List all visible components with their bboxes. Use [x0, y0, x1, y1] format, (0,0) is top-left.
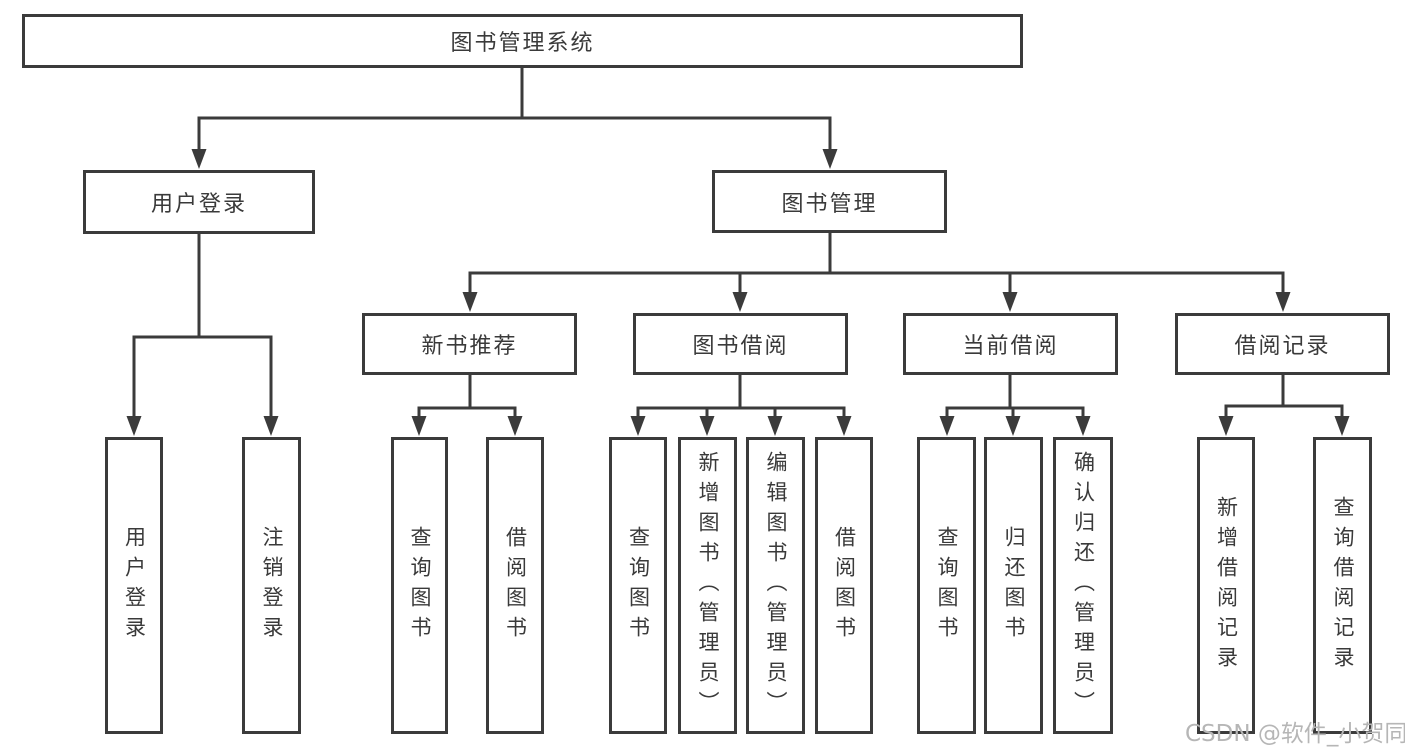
leaf-label: 确认归还（管理员） — [1071, 450, 1096, 721]
node-root-label: 图书管理系统 — [450, 31, 595, 56]
arrowhead — [630, 416, 646, 436]
leaf-confirm-return-admin: 确认归还（管理员） — [1053, 437, 1113, 734]
node-label: 用户登录 — [150, 192, 247, 217]
leaf-query-books-recommend: 查询图书 — [391, 437, 448, 734]
node-current-borrowing: 当前借阅 — [903, 313, 1118, 375]
arrowhead — [1334, 416, 1350, 436]
arrowhead — [732, 292, 748, 312]
connector-borrow-records-branch — [1218, 373, 1350, 436]
leaf-edit-books-admin: 编辑图书（管理员） — [746, 437, 805, 734]
node-borrowing-records: 借阅记录 — [1175, 313, 1390, 375]
arrowhead — [699, 416, 715, 436]
leaf-label: 查询图书 — [408, 525, 433, 646]
leaf-label: 查询图书 — [935, 525, 960, 646]
connector-user-login-branch — [126, 232, 279, 436]
leaf-query-borrow-record: 查询借阅记录 — [1313, 437, 1372, 734]
node-label: 图书管理 — [781, 191, 878, 217]
node-book-borrowing: 图书借阅 — [633, 313, 848, 375]
leaf-add-borrow-record: 新增借阅记录 — [1197, 437, 1255, 734]
arrowhead — [1002, 292, 1018, 312]
arrowhead — [836, 416, 852, 436]
node-book-management: 图书管理 — [712, 170, 947, 233]
arrowhead — [263, 416, 279, 436]
arrowhead — [462, 292, 478, 312]
leaf-label: 借阅图书 — [503, 525, 528, 646]
connector-book-mgmt-branch — [462, 231, 1291, 312]
leaf-label: 借阅图书 — [832, 525, 857, 646]
leaf-label: 用户登录 — [122, 525, 147, 646]
leaf-label: 归还图书 — [1002, 525, 1027, 646]
leaf-label: 编辑图书（管理员） — [764, 450, 789, 721]
arrowhead — [191, 149, 207, 169]
csdn-watermark: CSDN @软件_小贺同学 — [1185, 721, 1405, 747]
leaf-borrow-books: 借阅图书 — [815, 437, 873, 734]
connector-book-borrow-branch — [630, 373, 852, 436]
arrowhead — [1075, 416, 1091, 436]
node-new-book-recommend: 新书推荐 — [362, 313, 577, 375]
arrowhead — [1275, 292, 1291, 312]
arrowhead — [767, 416, 783, 436]
arrowhead — [507, 416, 523, 436]
connector-root-to-level2 — [191, 66, 838, 169]
leaf-label: 注销登录 — [260, 525, 285, 646]
leaf-label: 查询图书 — [626, 525, 651, 646]
arrowhead — [822, 149, 838, 169]
connector-new-book-branch — [411, 373, 523, 436]
connector-current-borrow-branch — [939, 373, 1091, 436]
node-label: 新书推荐 — [421, 334, 518, 359]
leaf-borrow-books-recommend: 借阅图书 — [486, 437, 544, 734]
node-root-system: 图书管理系统 — [22, 14, 1023, 68]
leaf-logout: 注销登录 — [242, 437, 301, 734]
arrowhead — [939, 416, 955, 436]
arrowhead — [1005, 416, 1021, 436]
node-label: 当前借阅 — [962, 334, 1059, 359]
leaf-query-books-borrow: 查询图书 — [609, 437, 667, 734]
leaf-add-books-admin: 新增图书（管理员） — [678, 437, 737, 734]
node-user-login: 用户登录 — [83, 170, 315, 234]
leaf-label: 查询借阅记录 — [1331, 495, 1356, 676]
leaf-query-books-current: 查询图书 — [917, 437, 976, 734]
leaf-user-login: 用户登录 — [105, 437, 163, 734]
node-label: 借阅记录 — [1234, 334, 1331, 359]
arrowhead — [411, 416, 427, 436]
leaf-label: 新增图书（管理员） — [696, 450, 721, 721]
node-label: 图书借阅 — [692, 334, 789, 359]
arrowhead — [126, 416, 142, 436]
leaf-label: 新增借阅记录 — [1214, 495, 1239, 676]
arrowhead — [1218, 416, 1234, 436]
leaf-return-books: 归还图书 — [984, 437, 1043, 734]
